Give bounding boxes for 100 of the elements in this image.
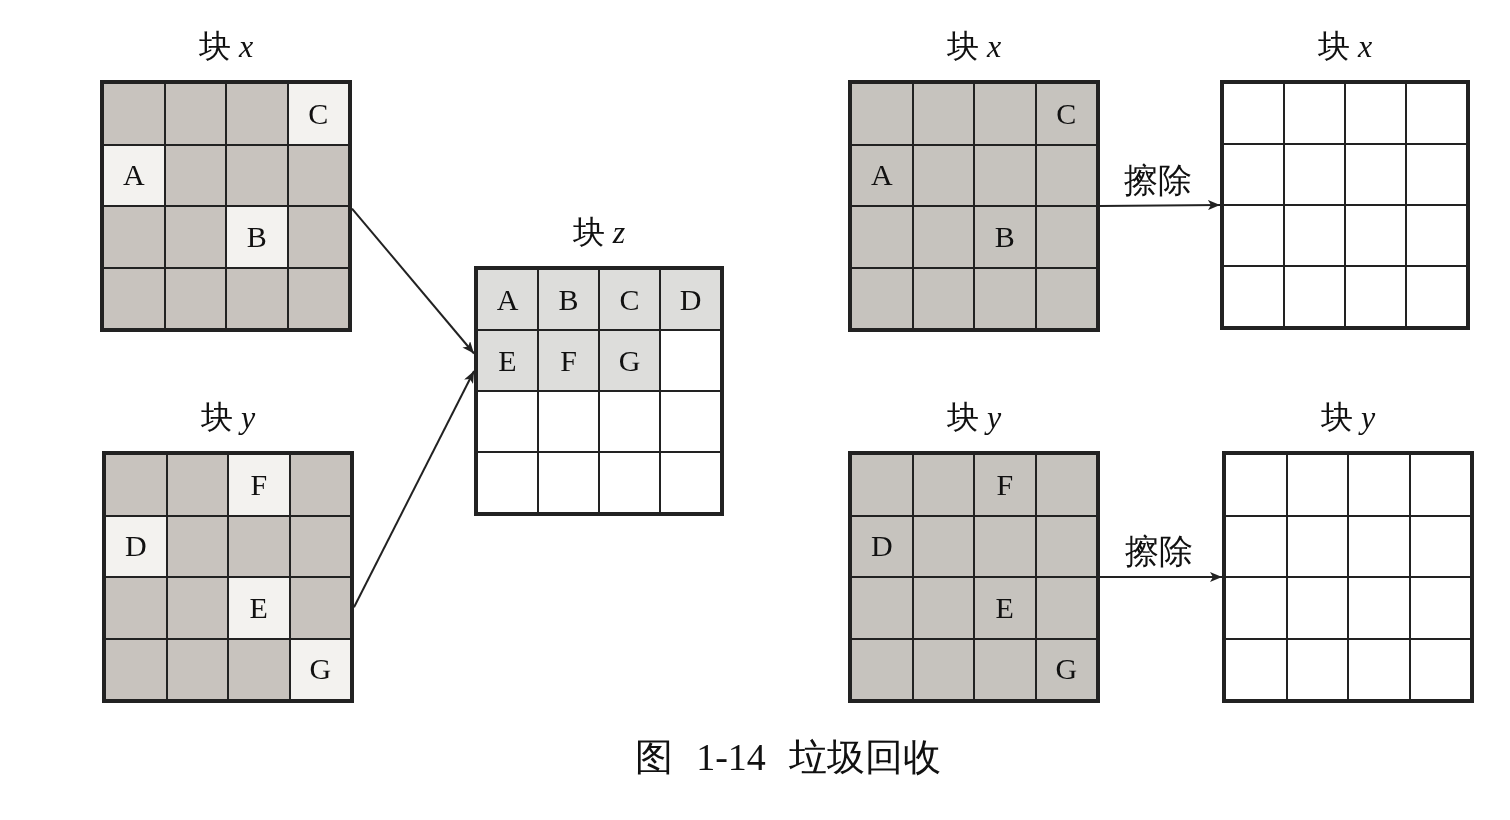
page-cell	[912, 144, 974, 206]
page-cell: B	[974, 206, 1036, 268]
page-cell	[1225, 638, 1287, 700]
page-cell	[287, 267, 349, 329]
page-cell	[166, 515, 228, 577]
page-cell	[1345, 144, 1406, 205]
page-cell	[1223, 144, 1284, 205]
page-cell	[851, 83, 913, 145]
page-cell: B	[226, 206, 288, 268]
page-cell	[477, 391, 538, 452]
page-cell: A	[477, 269, 538, 330]
page-cell	[105, 638, 167, 700]
page-cell: C	[1035, 83, 1097, 145]
block-heading: 块 y	[945, 398, 1003, 437]
page-cell	[1409, 515, 1471, 577]
arrow	[351, 207, 475, 355]
page-cell	[1284, 205, 1345, 266]
page-cell	[1348, 515, 1410, 577]
page-cell	[660, 391, 721, 452]
page-cell	[164, 144, 226, 206]
page-cell	[1225, 515, 1287, 577]
page-cell: D	[105, 515, 167, 577]
page-cell	[1345, 83, 1406, 144]
page-cell	[228, 638, 290, 700]
page-cell	[538, 452, 599, 513]
page-cell	[1035, 267, 1097, 329]
page-cell	[1286, 515, 1348, 577]
page-cell	[851, 577, 913, 639]
page-cell	[1223, 266, 1284, 327]
page-cell	[974, 638, 1036, 700]
page-cell	[851, 454, 913, 516]
page-cell	[851, 206, 913, 268]
page-cell	[1284, 266, 1345, 327]
page-cell	[599, 391, 660, 452]
page-cell	[289, 515, 351, 577]
page-cell	[164, 83, 226, 145]
page-cell	[289, 454, 351, 516]
page-cell	[166, 454, 228, 516]
page-cell	[599, 452, 660, 513]
page-cell	[1284, 83, 1345, 144]
page-cell	[287, 206, 349, 268]
page-cell: C	[599, 269, 660, 330]
page-cell	[226, 83, 288, 145]
page-cell	[1406, 266, 1467, 327]
page-cell: F	[228, 454, 290, 516]
page-cell: E	[477, 330, 538, 391]
page-cell	[1286, 577, 1348, 639]
page-cell	[974, 515, 1036, 577]
block-heading: 块 z	[571, 213, 627, 252]
page-cell: E	[228, 577, 290, 639]
page-cell	[1223, 205, 1284, 266]
arrow	[353, 370, 475, 609]
page-cell	[164, 267, 226, 329]
page-cell	[1035, 577, 1097, 639]
page-cell	[164, 206, 226, 268]
page-cell	[1286, 638, 1348, 700]
page-cell	[1225, 577, 1287, 639]
page-cell	[477, 452, 538, 513]
page-cell	[1035, 144, 1097, 206]
page-cell	[1406, 83, 1467, 144]
page-cell	[851, 267, 913, 329]
page-cell	[974, 83, 1036, 145]
page-cell	[226, 267, 288, 329]
page-cell: G	[1035, 638, 1097, 700]
page-cell	[851, 638, 913, 700]
page-cell: A	[103, 144, 165, 206]
page-cell	[1284, 144, 1345, 205]
block-heading: 块 y	[1319, 398, 1377, 437]
page-cell	[974, 144, 1036, 206]
page-cell	[974, 267, 1036, 329]
page-cell	[538, 391, 599, 452]
page-cell	[1406, 144, 1467, 205]
page-cell	[289, 577, 351, 639]
page-cell	[1348, 577, 1410, 639]
page-cell	[1035, 206, 1097, 268]
page-cell	[1035, 454, 1097, 516]
page-cell	[912, 267, 974, 329]
page-cell	[1409, 638, 1471, 700]
page-cell: F	[538, 330, 599, 391]
page-cell	[1409, 577, 1471, 639]
page-cell: F	[974, 454, 1036, 516]
page-cell	[1223, 83, 1284, 144]
page-cell	[166, 638, 228, 700]
block-heading: 块 x	[1316, 27, 1374, 66]
page-cell	[1348, 638, 1410, 700]
page-cell	[105, 454, 167, 516]
page-cell: G	[289, 638, 351, 700]
page-cell	[660, 452, 721, 513]
figure-caption: 图 1-14 垃圾回收	[633, 735, 943, 780]
page-cell	[1345, 205, 1406, 266]
page-cell	[287, 144, 349, 206]
page-cell	[912, 577, 974, 639]
page-cell	[103, 267, 165, 329]
page-cell: C	[287, 83, 349, 145]
page-cell	[912, 83, 974, 145]
block-heading: 块 x	[945, 27, 1003, 66]
page-cell	[912, 638, 974, 700]
page-cell: B	[538, 269, 599, 330]
page-cell: A	[851, 144, 913, 206]
page-cell	[1225, 454, 1287, 516]
